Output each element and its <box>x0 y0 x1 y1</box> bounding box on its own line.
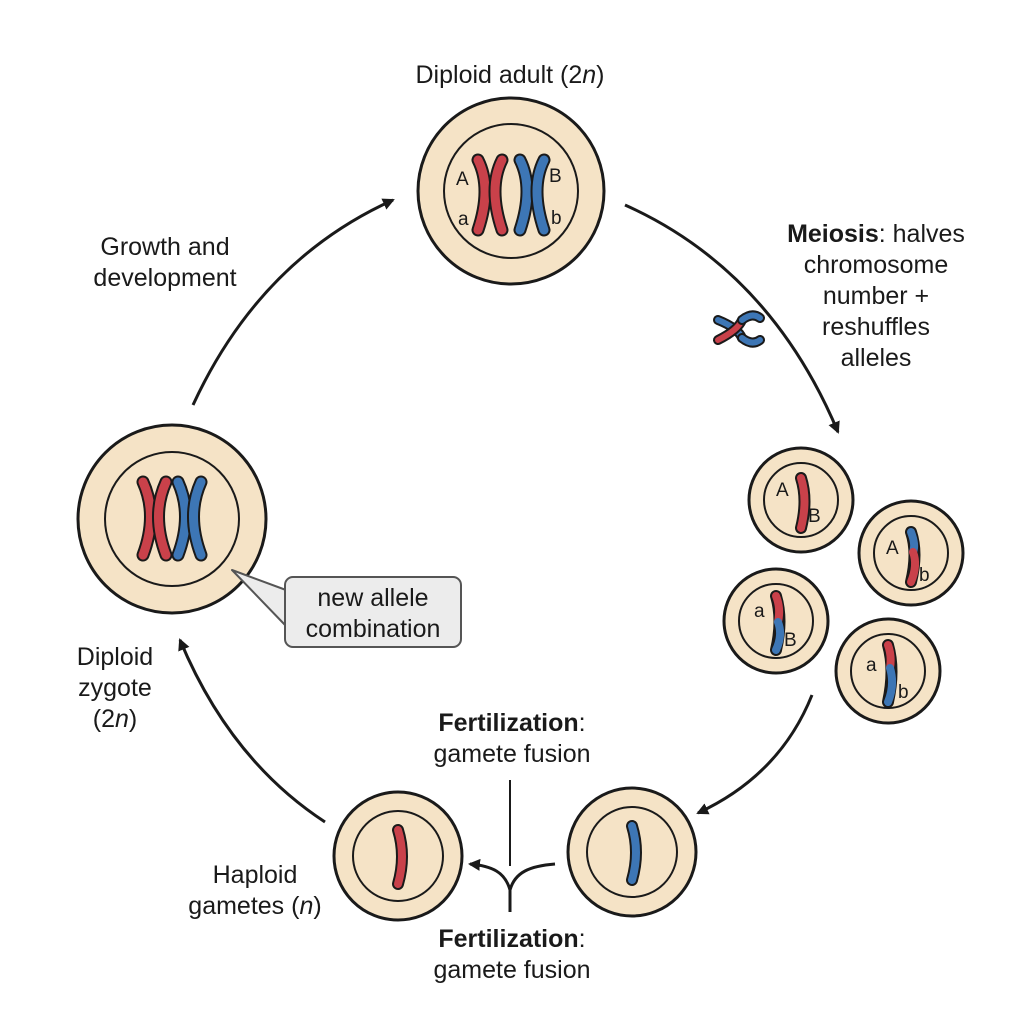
fertilization-term: Fertilization <box>438 925 579 953</box>
zygote-line-1: Diploid <box>76 643 154 671</box>
allele-label: a <box>458 209 469 230</box>
haploid-gamete-red <box>332 790 464 922</box>
allele-label: A <box>886 538 899 559</box>
arrow-growth <box>191 198 395 406</box>
arrow-to-gamete <box>696 694 814 815</box>
growth-label: Growth and development <box>60 232 270 294</box>
maternal-chromosome-icon <box>471 153 509 237</box>
meiosis-line-3: number + <box>822 282 930 310</box>
allele-label: b <box>551 208 562 229</box>
arrow-to-zygote <box>178 638 326 824</box>
meiosis-gamete-Ab: A b <box>857 499 965 607</box>
diploid-adult-cell: A a B b <box>416 96 606 286</box>
haploid-gametes-label: Haploid gametes (n) <box>160 860 350 922</box>
diploid-adult-label: Diploid adult (2n) <box>415 61 605 89</box>
allele-label: A <box>456 169 469 190</box>
meiosis-gamete-aB: a B <box>722 567 830 675</box>
callout-line-2: combination <box>305 615 441 643</box>
meiosis-term: Meiosis <box>787 220 879 248</box>
allele-label: a <box>754 601 765 622</box>
meiosis-line-5: alleles <box>840 344 912 372</box>
fertilization-label-top: Fertilization: gamete fusion <box>392 708 632 770</box>
fertilization-label-bottom: Fertilization: gamete fusion <box>392 924 632 986</box>
meiosis-line-2: chromosome <box>803 251 949 279</box>
haploid-line-2: gametes (n) <box>188 892 322 920</box>
haploid-gamete-blue <box>566 786 698 918</box>
meiosis-label: Meiosis: halves chromosome number + resh… <box>756 219 996 374</box>
haploid-line-1: Haploid <box>212 861 298 889</box>
allele-label: B <box>549 166 562 187</box>
allele-label: A <box>776 480 789 501</box>
growth-line-1: Growth and <box>100 233 230 261</box>
paternal-chromosome-icon <box>171 475 208 562</box>
meiosis-gamete-AB: A B <box>747 446 855 554</box>
growth-line-2: development <box>93 264 237 292</box>
fertilization-line-2: gamete fusion <box>433 740 591 768</box>
allele-label: b <box>919 565 930 586</box>
new-allele-callout: new allele combination <box>284 576 462 648</box>
fertilization-line-2: gamete fusion <box>433 956 591 984</box>
crossing-over-icon <box>713 310 765 348</box>
callout-pointer <box>231 569 287 627</box>
meiosis-gamete-ab: a b <box>834 617 942 725</box>
diploid-zygote-label: Diploid zygote (2n) <box>40 642 190 735</box>
meiosis-line-4: reshuffles <box>822 313 930 341</box>
arrow-meiosis <box>624 203 840 434</box>
maternal-chromosome-icon <box>136 475 173 562</box>
zygote-line-3: (2n) <box>92 705 138 733</box>
allele-label: a <box>866 655 877 676</box>
zygote-line-2: zygote <box>78 674 152 702</box>
allele-label: b <box>898 682 909 703</box>
allele-label: B <box>808 506 821 527</box>
fusion-y-junction <box>468 858 556 896</box>
diploid-zygote-cell <box>76 423 268 615</box>
fertilization-term: Fertilization <box>438 709 579 737</box>
paternal-chromosome-icon <box>513 153 551 237</box>
allele-label: B <box>784 630 797 651</box>
callout-line-1: new allele <box>317 584 429 612</box>
